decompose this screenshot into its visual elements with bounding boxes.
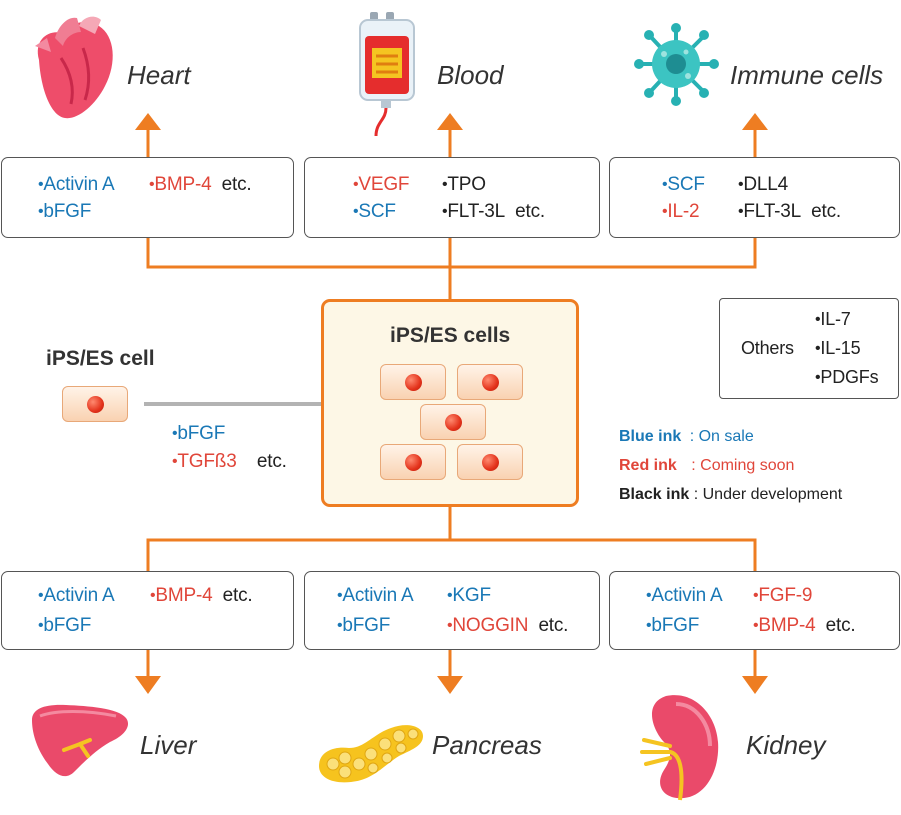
others-label: Others <box>741 338 794 358</box>
cell <box>457 364 523 400</box>
blood-bag-icon <box>359 12 415 137</box>
heart-icon <box>35 16 113 119</box>
others-item-2: •IL-15 <box>815 338 861 358</box>
factor-kidney-2: •bFGF <box>646 615 700 636</box>
factor-box-liver: •Activin A •bFGF •BMP-4 etc. <box>1 571 294 650</box>
factor-pancreas-3: •KGF <box>447 585 491 606</box>
organ-label-liver: Liver <box>140 730 197 760</box>
legend-blue: Blue ink : On sale <box>619 428 754 445</box>
organ-label-kidney: Kidney <box>746 730 826 760</box>
organ-label-heart: Heart <box>127 60 191 90</box>
arrow-down-pancreas <box>437 676 463 694</box>
others-item-3: •PDGFs <box>815 367 879 387</box>
factor-heart-2: •bFGF <box>38 201 92 222</box>
organ-label-immune: Immune cells <box>730 60 884 90</box>
ips-es-cells-box: iPS/ES cells <box>321 299 579 507</box>
nucleus <box>482 374 499 391</box>
legend-black: Black ink : Under development <box>619 486 843 503</box>
cell <box>420 404 486 440</box>
source-factor-1: •bFGF <box>172 423 226 444</box>
immune-cell-icon <box>634 23 719 106</box>
arrow-up-heart <box>135 113 161 130</box>
factor-box-immune: •SCF •IL-2 •DLL4 •FLT-3L etc. <box>609 157 900 238</box>
factor-heart-1: •Activin A <box>38 174 115 195</box>
factor-pancreas-1: •Activin A <box>337 585 414 606</box>
source-cell <box>62 386 128 422</box>
factor-blood-3: •TPO <box>442 174 486 195</box>
factor-blood-4: •FLT-3L etc. <box>442 201 545 222</box>
cell <box>457 444 523 480</box>
nucleus <box>87 396 104 413</box>
cell <box>380 444 446 480</box>
factor-kidney-3: •FGF-9 <box>753 585 813 606</box>
nucleus <box>405 454 422 471</box>
factor-blood-2: •SCF <box>353 201 396 222</box>
arrow-down-kidney <box>742 676 768 694</box>
center-title: iPS/ES cells <box>390 324 511 347</box>
source-title: iPS/ES cell <box>46 347 155 370</box>
factor-immune-1: •SCF <box>662 174 705 195</box>
factor-box-kidney: •Activin A •bFGF •FGF-9 •BMP-4 etc. <box>609 571 900 650</box>
arrow-up-immune <box>742 113 768 130</box>
factor-box-blood: •VEGF •SCF •TPO •FLT-3L etc. <box>304 157 600 238</box>
arrow-up-blood <box>437 113 463 130</box>
factor-immune-3: •DLL4 <box>738 174 789 195</box>
organ-label-blood: Blood <box>437 60 504 90</box>
kidney-icon <box>640 695 719 801</box>
others-box: Others •IL-7 •IL-15 •PDGFs <box>719 298 899 399</box>
factor-box-heart: •Activin A •bFGF •BMP-4 etc. <box>1 157 294 238</box>
cell <box>380 364 446 400</box>
others-item-1: •IL-7 <box>815 309 851 329</box>
factor-pancreas-4: •NOGGIN etc. <box>447 615 569 636</box>
nucleus <box>445 414 462 431</box>
pancreas-icon <box>319 725 423 783</box>
legend-red: Red ink : Coming soon <box>619 457 795 474</box>
factor-kidney-1: •Activin A <box>646 585 723 606</box>
nucleus <box>405 374 422 391</box>
factor-liver-2: •bFGF <box>38 615 92 636</box>
liver-icon <box>32 704 129 777</box>
factor-kidney-4: •BMP-4 etc. <box>753 615 856 636</box>
factor-blood-1: •VEGF <box>353 174 410 195</box>
factor-immune-4: •FLT-3L etc. <box>738 201 841 222</box>
factor-liver-3: •BMP-4 etc. <box>150 585 253 606</box>
nucleus <box>482 454 499 471</box>
organ-label-pancreas: Pancreas <box>432 730 542 760</box>
factor-liver-1: •Activin A <box>38 585 115 606</box>
factor-box-pancreas: •Activin A •bFGF •KGF •NOGGIN etc. <box>304 571 600 650</box>
factor-immune-2: •IL-2 <box>662 201 700 222</box>
factor-heart-3: •BMP-4 etc. <box>149 174 252 195</box>
source-factor-2: •TGFß3 etc. <box>172 451 287 472</box>
factor-pancreas-2: •bFGF <box>337 615 391 636</box>
arrow-down-liver <box>135 676 161 694</box>
